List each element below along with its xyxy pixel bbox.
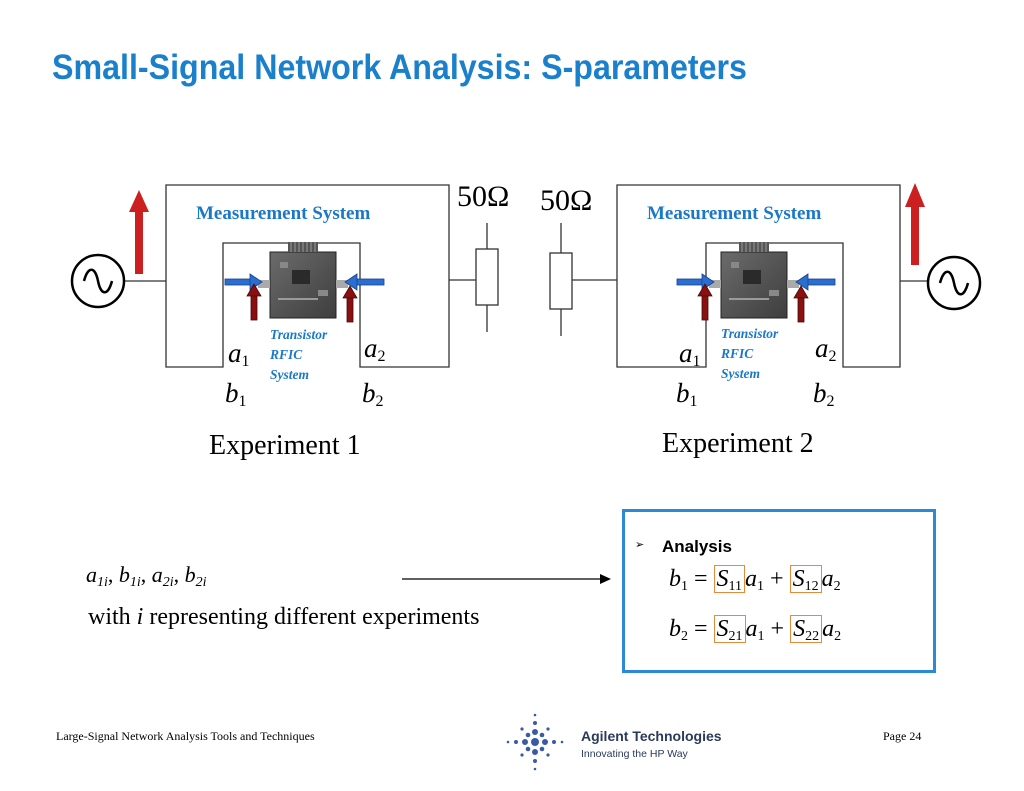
termination-label-2: 50Ω xyxy=(540,184,593,217)
dut-label-line: RFIC xyxy=(721,346,754,361)
incident-power-arrow-1 xyxy=(129,190,149,274)
reflected-wave-arrow-right-2 xyxy=(793,285,809,323)
measurement-system-outline-1 xyxy=(165,184,450,368)
dut-board-image xyxy=(709,242,799,319)
company-tagline: Innovating the HP Way xyxy=(581,748,688,760)
dut-label-line: Transistor xyxy=(721,326,779,341)
s-param-box: S22 xyxy=(790,615,823,644)
reflected-wave-arrow-left-2 xyxy=(697,283,713,321)
reflected-wave-arrow-left-1 xyxy=(246,283,262,321)
sine-source-icon xyxy=(70,253,126,309)
wave-b2-label-2: b2 xyxy=(813,378,835,410)
resistor-icon xyxy=(549,223,617,336)
dut-label-line: RFIC xyxy=(270,347,303,362)
experiment1-caption: Experiment 1 xyxy=(209,430,361,461)
experiment2-caption: Experiment 2 xyxy=(662,428,814,459)
incident-wave-arrow-left-2 xyxy=(676,273,715,291)
wave-a2-label-2: a2 xyxy=(815,333,837,365)
s-param-box: S11 xyxy=(713,565,746,594)
slide-title: Small-Signal Network Analysis: S-paramet… xyxy=(52,48,747,87)
experiment2-schematic xyxy=(549,183,982,368)
dut-label-2: Transistor RFIC System xyxy=(721,324,778,384)
measurement-system-label-1: Measurement System xyxy=(196,203,371,224)
dut-label-line: Transistor xyxy=(270,327,328,342)
incident-wave-arrow-right-1 xyxy=(344,273,385,291)
page-number: Page 24 xyxy=(883,729,922,743)
measurement-system-label-2: Measurement System xyxy=(647,203,822,224)
wave-b1-label-2: b1 xyxy=(676,378,698,410)
wave-a1-label-1: a1 xyxy=(228,338,250,370)
measurement-system-outline-2 xyxy=(616,184,901,368)
termination-label-1: 50Ω xyxy=(457,180,510,213)
footer-course-title: Large-Signal Network Analysis Tools and … xyxy=(56,729,315,743)
wave-a2-label-1: a2 xyxy=(364,333,386,365)
wave-a1-label-2: a1 xyxy=(679,338,701,370)
s-param-box: S12 xyxy=(789,565,822,594)
bullet-icon: ➢ xyxy=(635,538,645,551)
agilent-logo-icon xyxy=(506,713,564,771)
dut-label-line: System xyxy=(721,366,760,381)
analysis-title: Analysis xyxy=(662,537,732,556)
company-name: Agilent Technologies xyxy=(581,728,722,744)
incident-wave-arrow-right-2 xyxy=(795,273,836,291)
experiment1-schematic xyxy=(70,184,499,368)
s-param-box: S21 xyxy=(713,615,746,644)
analysis-arrow xyxy=(402,574,611,584)
incident-power-arrow-2 xyxy=(905,183,925,265)
wave-variable-list: a1i, b1i, a2i, b2i xyxy=(86,562,207,590)
wave-b1-label-1: b1 xyxy=(225,378,247,410)
reflected-wave-arrow-right-1 xyxy=(342,285,358,323)
experiments-description: with i representing different experiment… xyxy=(88,604,480,630)
dut-board-image xyxy=(258,242,348,319)
resistor-icon xyxy=(449,223,499,332)
dut-label-1: Transistor RFIC System xyxy=(270,325,327,385)
sine-source-icon xyxy=(926,255,982,311)
wave-b2-label-1: b2 xyxy=(362,378,384,410)
dut-label-line: System xyxy=(270,367,309,382)
